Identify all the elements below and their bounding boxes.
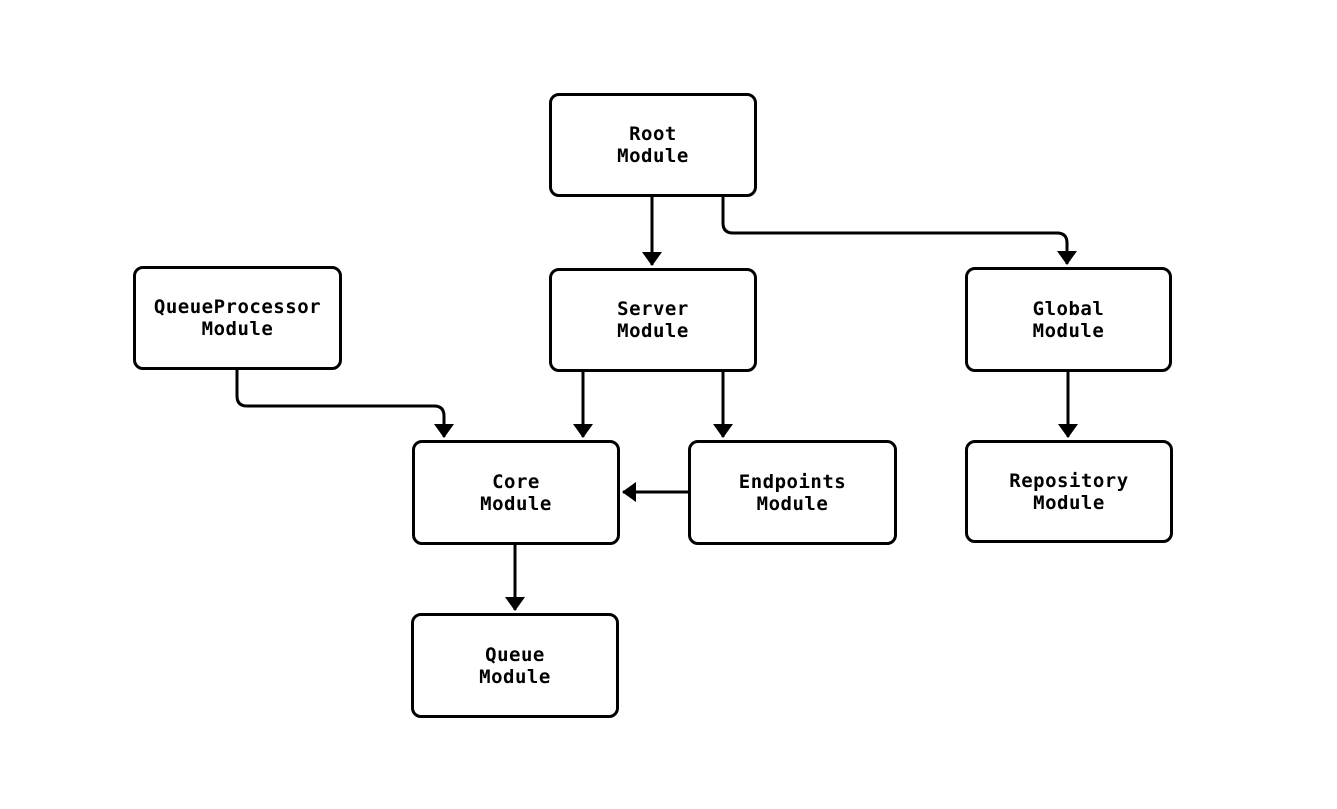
- edge-queueprocessor-to-core: [235, 370, 454, 438]
- node-server-module: Server Module: [549, 268, 757, 372]
- node-label: QueueProcessor Module: [153, 296, 322, 340]
- node-label: Server Module: [617, 298, 689, 342]
- node-queueprocessor-module: QueueProcessor Module: [133, 266, 342, 370]
- node-global-module: Global Module: [965, 267, 1172, 372]
- node-label: Core Module: [480, 470, 552, 515]
- edge-root-to-global: [721, 197, 1077, 265]
- node-label: Global Module: [1032, 297, 1105, 342]
- node-label: Endpoints Module: [738, 470, 847, 515]
- node-repository-module: Repository Module: [965, 440, 1173, 543]
- node-endpoints-module: Endpoints Module: [688, 440, 897, 545]
- node-label: Queue Module: [479, 643, 551, 688]
- node-core-module: Core Module: [412, 440, 620, 545]
- node-queue-module: Queue Module: [411, 613, 619, 718]
- node-label: Root Module: [617, 123, 689, 167]
- node-root-module: Root Module: [549, 93, 757, 197]
- edge-group: [235, 197, 1078, 611]
- node-label: Repository Module: [1009, 469, 1129, 514]
